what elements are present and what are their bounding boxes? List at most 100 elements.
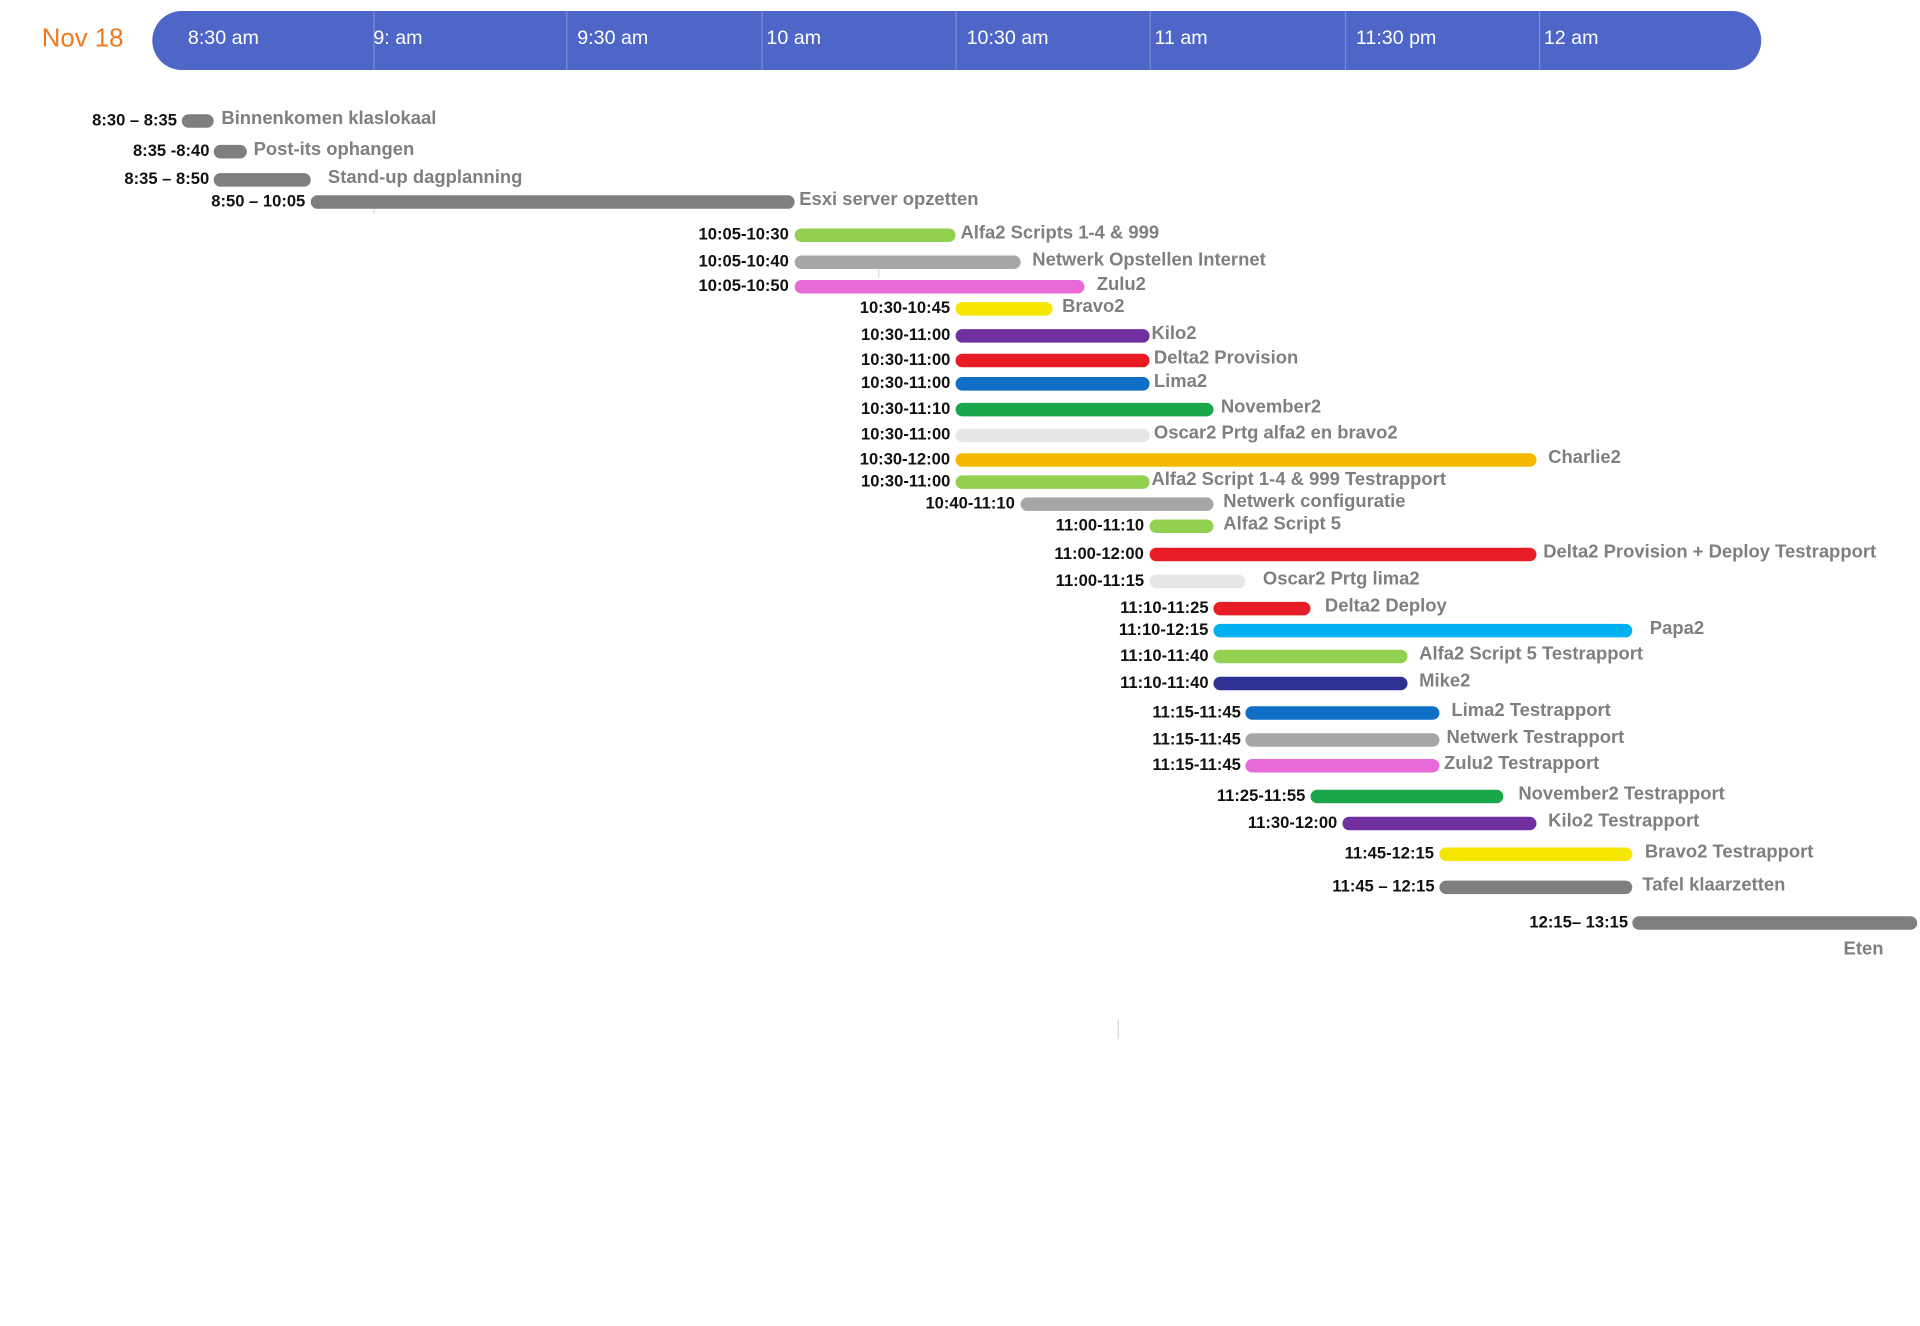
task-bar [794,228,956,242]
task-bar [1439,880,1633,895]
task-time-label: 11:45 – 12:15 [1332,876,1435,896]
task-time-label: 11:00-11:10 [1055,515,1145,535]
task-time-label: 11:45-12:15 [1344,843,1435,863]
task-time-label: 11:15-11:45 [1152,702,1241,721]
hour-tick-label: 12 am [1543,28,1599,50]
task-name-label: Lima2 Testrapport [1451,700,1611,721]
task-name-label: Bravo2 [1062,295,1125,317]
task-time-label: 8:35 -8:40 [132,141,210,160]
hour-divider [566,11,568,71]
task-name-label: Netwerk Testrapport [1446,727,1625,748]
task-bar [955,302,1053,316]
task-name-label: Zulu2 Testrapport [1444,752,1600,774]
date-label: Nov 18 [41,24,124,53]
task-time-label: 12:15– 13:15 [1529,912,1629,931]
task-time-label: 11:15-11:45 [1152,755,1241,774]
task-bar [1439,847,1633,861]
task-name-label: Alfa2 Script 5 Testrapport [1419,643,1644,665]
task-bar [1148,519,1214,534]
task-name-label: Oscar2 Prtg lima2 [1262,568,1420,590]
task-name-label: Alfa2 Scripts 1-4 & 999 [960,222,1160,244]
task-bar [310,195,795,209]
task-bar [1342,816,1536,831]
task-name-label: Delta2 Deploy [1324,595,1447,617]
task-time-label: 10:30-11:00 [860,471,951,491]
task-bar [1213,676,1407,691]
task-bar [1148,574,1246,589]
task-bar [955,329,1149,343]
task-name-label: Post-its ophangen [253,138,415,160]
task-name-label: Kilo2 Testrapport [1548,810,1700,832]
hour-tick-label: 9: am [373,28,423,50]
task-name-label: Delta2 Provision [1153,347,1299,369]
task-bar [1310,789,1504,804]
task-name-label: Bravo2 Testrapport [1644,841,1814,863]
task-bar [955,453,1536,467]
hour-tick-label: 8:30 am [187,28,259,50]
task-name-label: Alfa2 Script 1-4 & 999 Testrapport [1151,469,1446,491]
task-bar [1213,649,1407,664]
hour-divider [761,11,763,71]
task-time-label: 10:30-11:10 [860,399,951,418]
task-name-label: Oscar2 Prtg alfa2 en bravo2 [1153,422,1398,444]
task-time-label: 11:10-11:40 [1120,646,1209,665]
task-time-label: 8:35 – 8:50 [124,169,210,188]
task-bar [181,114,215,128]
hour-divider [1344,11,1347,71]
timeline-header-bar [152,11,1762,71]
task-bar [1020,497,1214,511]
task-time-label: 10:40-11:10 [925,493,1015,513]
task-name-label: Stand-up dagplanning [327,167,523,188]
guide-line [1117,1019,1119,1040]
task-bar [955,428,1149,443]
task-bar [955,353,1149,368]
task-name-label: Lima2 [1153,370,1208,392]
task-time-label: 10:05-10:50 [698,276,789,295]
task-bar [955,402,1214,417]
task-time-label: 11:10-11:40 [1120,673,1209,692]
task-time-label: 11:10-11:25 [1120,598,1209,617]
task-time-label: 11:10-12:15 [1118,620,1209,639]
task-bar [1148,547,1536,562]
task-time-label: 10:30-10:45 [859,298,951,317]
task-name-label: Netwerk configuratie [1223,491,1406,513]
task-bar [794,280,1085,294]
task-name-label: Eten [1843,938,1884,960]
task-name-label: Binnenkomen klaslokaal [221,108,437,129]
task-name-label: Esxi server opzetten [799,189,979,211]
task-time-label: 10:30-11:00 [860,350,951,369]
task-name-label: Kilo2 [1151,323,1197,344]
hour-tick-label: 10 am [766,28,822,50]
task-bar [955,377,1149,391]
task-name-label: Charlie2 [1548,447,1621,468]
task-bar [1632,916,1918,930]
task-name-label: Delta2 Provision + Deploy Testrapport [1543,541,1877,563]
task-time-label: 11:15-11:45 [1152,729,1241,748]
hour-tick-label: 11 am [1154,28,1208,50]
task-name-label: Netwerk Opstellen Internet [1032,249,1266,271]
task-bar [1213,623,1633,638]
task-bar [794,255,1021,269]
task-name-label: Mike2 [1419,670,1471,692]
hour-tick-label: 11:30 pm [1355,28,1437,50]
hour-divider [1149,11,1151,71]
task-bar [214,144,247,159]
hour-divider [373,11,375,71]
task-time-label: 10:05-10:30 [698,224,789,244]
task-name-label: Tafel klaarzetten [1642,874,1786,896]
task-time-label: 11:00-11:15 [1055,571,1145,590]
task-name-label: Papa2 [1649,617,1705,639]
hour-divider [1538,11,1541,71]
guide-line [878,262,880,278]
task-bar [1245,733,1440,747]
task-time-label: 10:30-11:00 [860,424,951,444]
task-time-label: 10:05-10:40 [698,251,789,271]
task-bar [1245,759,1440,773]
task-bar [1213,601,1311,616]
task-time-label: 11:25-11:55 [1216,786,1306,805]
task-time-label: 8:30 – 8:35 [92,110,177,129]
task-time-label: 10:30-11:00 [860,373,951,392]
task-name-label: Alfa2 Script 5 [1223,513,1342,535]
task-time-label: 11:00-12:00 [1054,544,1144,563]
